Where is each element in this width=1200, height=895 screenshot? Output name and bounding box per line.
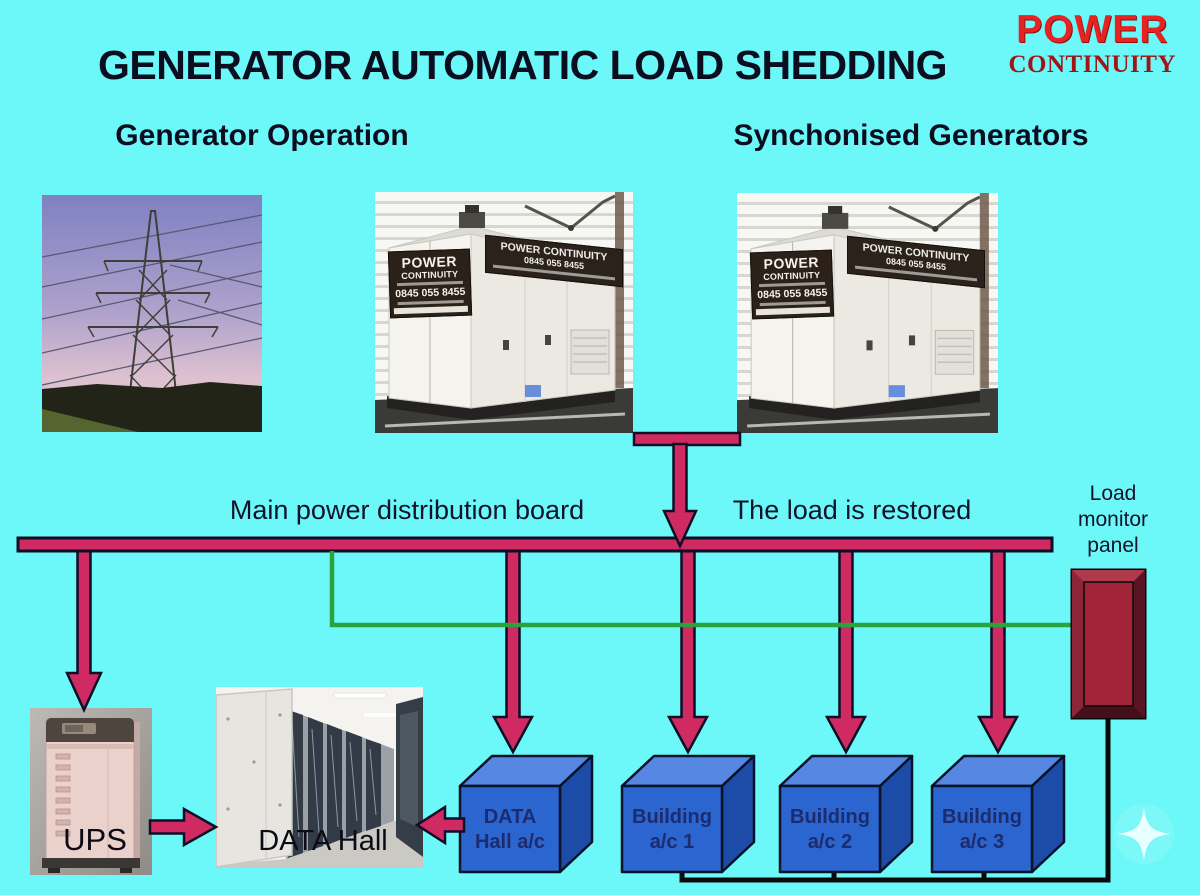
- label-building-ac-3: Building a/c 3: [932, 805, 1032, 855]
- label-building-ac-1: Building a/c 1: [622, 805, 722, 855]
- cabinet-shadow: [130, 722, 140, 860]
- ac-label-line2: Hall a/c: [474, 831, 546, 853]
- label-building-ac-2: Building a/c 2: [780, 805, 880, 855]
- vent-slots: [55, 753, 71, 837]
- sign-phone: 0845 055 8455: [395, 285, 466, 301]
- ground-silhouette: [42, 382, 262, 432]
- vent-grille: [570, 329, 610, 375]
- arrow-generator-to-busbar: [662, 442, 698, 550]
- left-cabinet: [216, 688, 293, 868]
- label-load-monitor-panel: Load monitor panel: [1063, 481, 1163, 559]
- sign-brand-bottom: CONTINUITY: [401, 269, 459, 281]
- data-hall-photo: [216, 687, 423, 868]
- cabinet-screws: [226, 713, 282, 811]
- arrow-to-building-ac-1: [666, 546, 710, 755]
- ac-label-line1: Building: [942, 806, 1022, 828]
- door-handle: [503, 340, 509, 350]
- generator-output-bar: [632, 431, 742, 447]
- ac-label-line2: a/c 2: [807, 831, 853, 853]
- sign-phone: 0845 055 8455: [757, 286, 828, 302]
- label-data-hall: DATA Hall: [258, 825, 388, 857]
- arrow-to-building-ac-2: [824, 546, 868, 755]
- label-ups: UPS: [63, 822, 127, 857]
- corner-post: [615, 192, 624, 388]
- sign-brand-bottom: CONTINUITY: [763, 270, 821, 282]
- arrow-to-building-ac-3: [976, 546, 1020, 755]
- label-data-hall-ac: DATA Hall a/c: [460, 805, 560, 855]
- label-load-restored: The load is restored: [732, 495, 972, 525]
- pylon-photo: [42, 195, 262, 432]
- crane-arm: [524, 194, 616, 230]
- label-distribution-board: Main power distribution board: [229, 495, 585, 525]
- main-distribution-busbar: [16, 536, 1054, 553]
- heading-synchonised-generators: Synchonised Generators: [733, 119, 1089, 152]
- ac-label-line2: a/c 3: [959, 831, 1005, 853]
- monitor-sense-line: [329, 551, 1072, 628]
- generator-sign-front: POWER CONTINUITY 0845 055 8455: [387, 248, 473, 319]
- generator-photo-1: POWER CONTINUITY 0845 055 8455 POWER CON…: [375, 192, 633, 433]
- ups-photo: [30, 708, 152, 875]
- sparkle-icon: [1114, 804, 1174, 864]
- ac-label-line1: Building: [790, 806, 870, 828]
- monitor-label-line3: panel: [1087, 534, 1139, 557]
- floor: [216, 818, 423, 868]
- power-continuity-logo: POWER CONTINUITY: [1008, 8, 1176, 78]
- sign-smallprint: [759, 300, 826, 307]
- arrow-to-ups: [65, 546, 103, 713]
- ac-label-line2: a/c 1: [649, 831, 695, 853]
- data-hall-illustration: [216, 687, 423, 868]
- pylon-illustration: [42, 195, 262, 432]
- ac-label-line1: DATA: [483, 806, 537, 828]
- arrow-to-data-hall-ac: [491, 546, 535, 755]
- ceiling-light: [333, 692, 387, 699]
- monitor-circuit-line: [679, 716, 1111, 883]
- exhaust: [459, 212, 485, 228]
- monitor-label-line2: monitor: [1077, 508, 1149, 531]
- sign-web-strip: [393, 305, 469, 315]
- logo-line-power: POWER: [1016, 8, 1169, 51]
- arrow-ac-to-data-hall: [414, 804, 466, 846]
- ups-illustration: [30, 708, 152, 875]
- monitor-label-line1: Load: [1089, 482, 1137, 505]
- glass-reflections: [291, 721, 377, 838]
- heading-generator-operation: Generator Operation: [115, 119, 409, 152]
- logo-line-continuity: CONTINUITY: [1008, 50, 1176, 78]
- page-title: GENERATOR AUTOMATIC LOAD SHEDDING: [98, 42, 948, 88]
- arrow-ups-to-data-hall: [148, 806, 219, 848]
- door-handle: [545, 335, 551, 345]
- blue-sticker: [525, 385, 541, 397]
- grass: [42, 409, 138, 432]
- ac-label-line1: Building: [632, 806, 712, 828]
- load-monitor-panel: [1070, 568, 1147, 720]
- generator-sign-front: POWER CONTINUITY 0845 055 8455: [749, 249, 835, 320]
- ups-base: [42, 858, 140, 868]
- sign-smallprint: [397, 299, 464, 306]
- sign-web-strip: [755, 306, 831, 316]
- ceiling-light: [364, 713, 398, 717]
- generator-photo-2: POWER CONTINUITY 0845 055 8455 POWER CON…: [737, 193, 998, 433]
